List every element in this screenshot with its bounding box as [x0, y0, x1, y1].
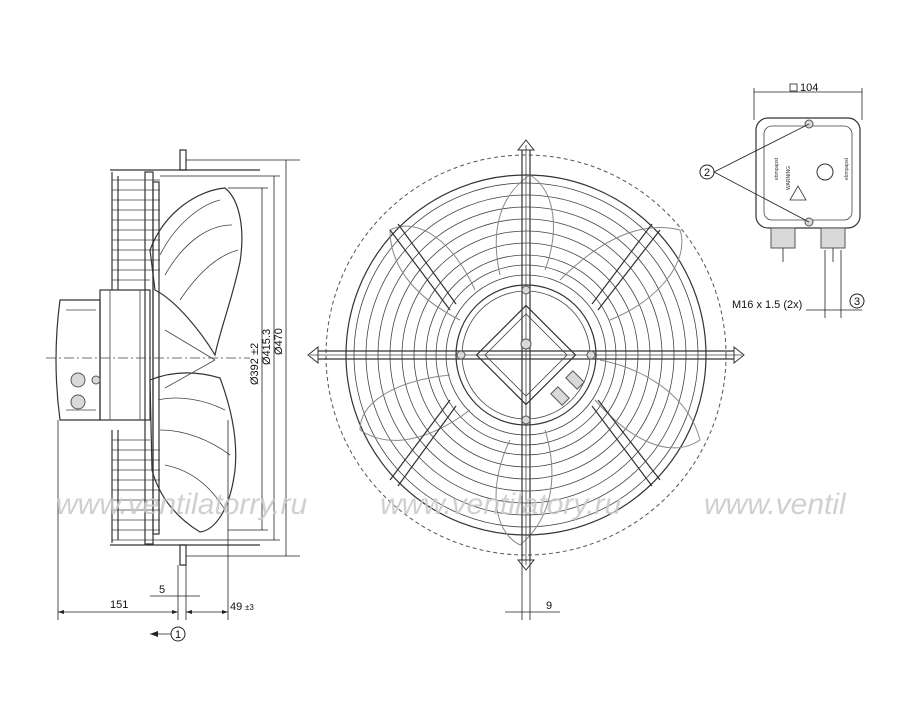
side-blades	[149, 187, 243, 533]
front-brackets	[307, 139, 745, 571]
watermark-2: www.ventilatory.ru	[380, 488, 622, 521]
dim-5: 5	[159, 584, 165, 596]
front-view: 9	[307, 139, 745, 620]
side-view: Ø392 ±2 Ø415.3 Ø470 151 5 49 ±3 1	[46, 149, 300, 642]
front-terminal-box	[475, 304, 585, 406]
box-brand-left: ebmpapst	[774, 157, 780, 180]
box-warning-label: WARNING	[786, 166, 792, 190]
callout-2: 2	[704, 167, 710, 179]
watermark-3: www.ventil	[704, 488, 847, 521]
callout-1: 1	[175, 629, 181, 641]
callout-3: 3	[854, 296, 860, 308]
dim-d392: Ø392 ±2	[249, 343, 261, 385]
dim-d415: Ø415.3	[261, 329, 273, 365]
side-grille	[111, 172, 160, 543]
dim-d470: Ø470	[273, 328, 285, 355]
box-brand-right: ebmpapst	[844, 157, 850, 180]
terminal-box-detail: 104 ebmpapst ebmpapst WARNING M16 x 1.5 …	[699, 82, 865, 318]
watermark-1: www.ventilatorry.ru	[56, 488, 307, 521]
dim-box-104: 104	[800, 82, 818, 94]
watermark: www.ventilatorry.ru www.ventilatory.ru w…	[56, 488, 847, 521]
dim-9: 9	[546, 600, 552, 612]
dim-151: 151	[110, 599, 128, 611]
side-dimensions	[57, 159, 300, 620]
gland-label: M16 x 1.5 (2x)	[732, 299, 802, 311]
dim-49-tolerance: ±3	[245, 603, 254, 612]
dim-49: 49	[230, 601, 242, 613]
